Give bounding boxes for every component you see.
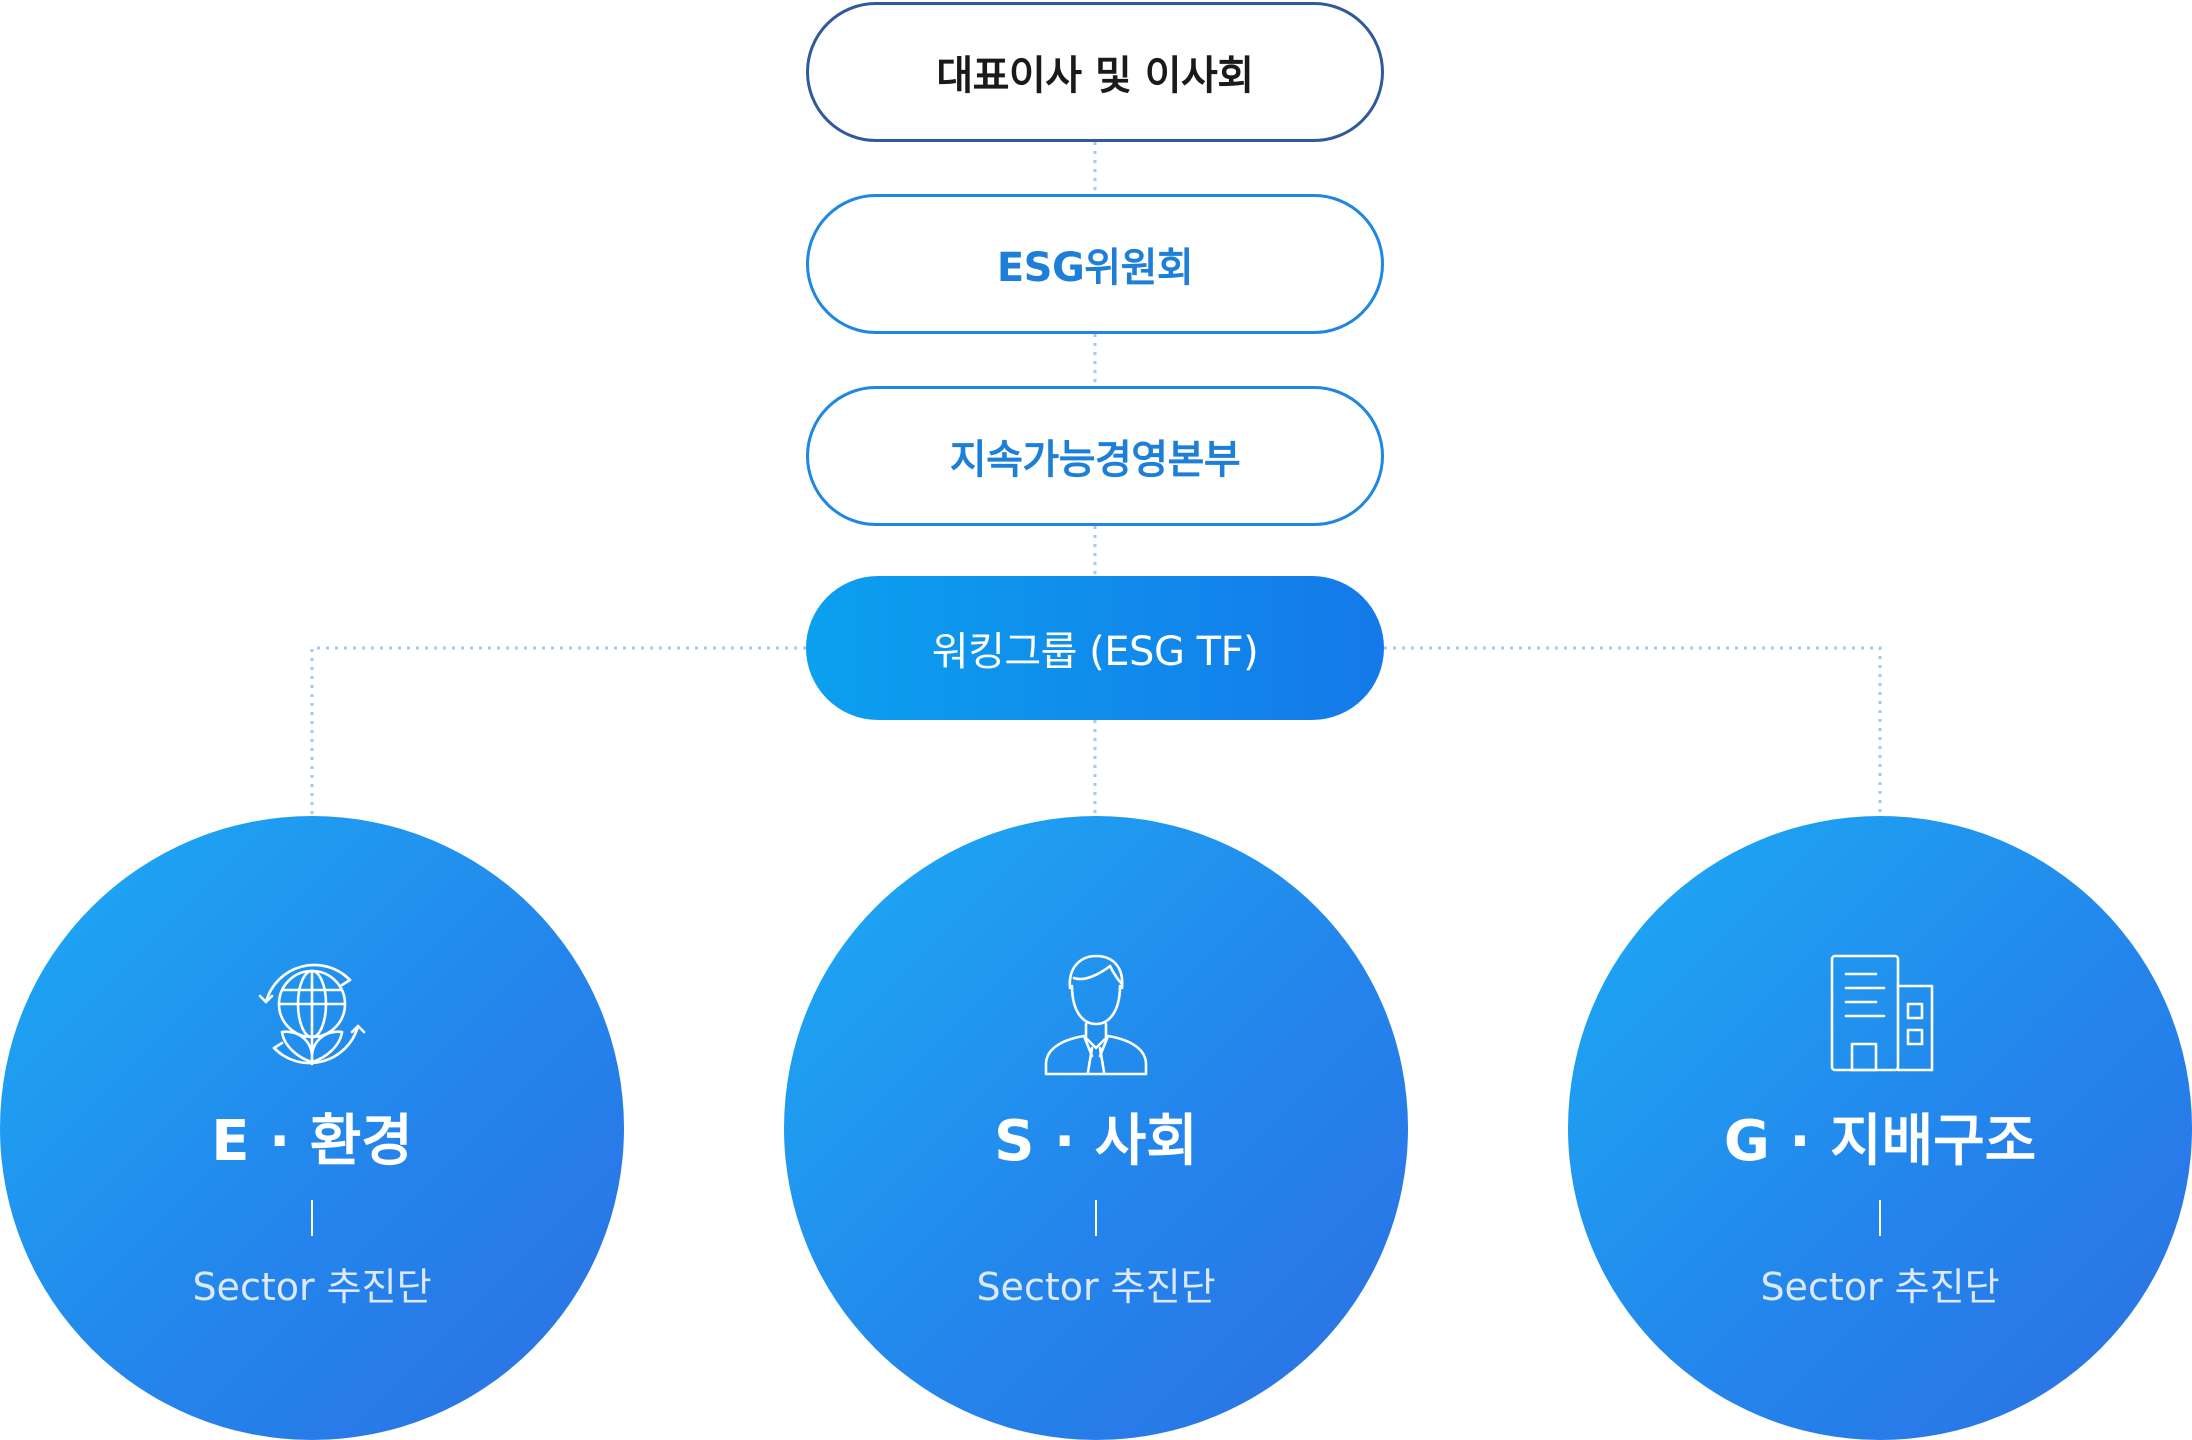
esg-committee-node: ESG위원회 [806, 194, 1384, 334]
sector-environment-divider [311, 1200, 313, 1236]
building-icon [1810, 944, 1950, 1084]
globe-leaf-recycle-icon [242, 944, 382, 1084]
sector-governance-divider [1879, 1200, 1881, 1236]
sector-environment-title: E · 환경 [211, 1109, 413, 1174]
sustainability-hq-label: 지속가능경영본부 [949, 437, 1241, 483]
board-node: 대표이사 및 이사회 [806, 2, 1384, 142]
sector-social-title: S · 사회 [994, 1109, 1198, 1174]
board-label: 대표이사 및 이사회 [936, 53, 1254, 99]
connector-tf-environment [310, 646, 806, 816]
sector-social-subtitle: Sector 추진단 [976, 1265, 1216, 1309]
sector-social-divider [1095, 1200, 1097, 1236]
sector-social: S · 사회 Sector 추진단 [784, 816, 1408, 1440]
sector-environment: E · 환경 Sector 추진단 [0, 816, 624, 1440]
sector-governance-subtitle: Sector 추진단 [1760, 1265, 2000, 1309]
sector-governance: G · 지배구조 Sector 추진단 [1568, 816, 2192, 1440]
esg-committee-label: ESG위원회 [996, 245, 1194, 291]
sector-environment-subtitle: Sector 추진단 [192, 1265, 432, 1309]
working-group-node: 워킹그룹 (ESG TF) [806, 576, 1384, 720]
sector-governance-title: G · 지배구조 [1723, 1109, 2037, 1174]
sustainability-hq-node: 지속가능경영본부 [806, 386, 1384, 526]
connector-tf-governance [1384, 646, 1882, 816]
working-group-label: 워킹그룹 (ESG TF) [931, 629, 1259, 675]
person-icon [1026, 944, 1166, 1084]
